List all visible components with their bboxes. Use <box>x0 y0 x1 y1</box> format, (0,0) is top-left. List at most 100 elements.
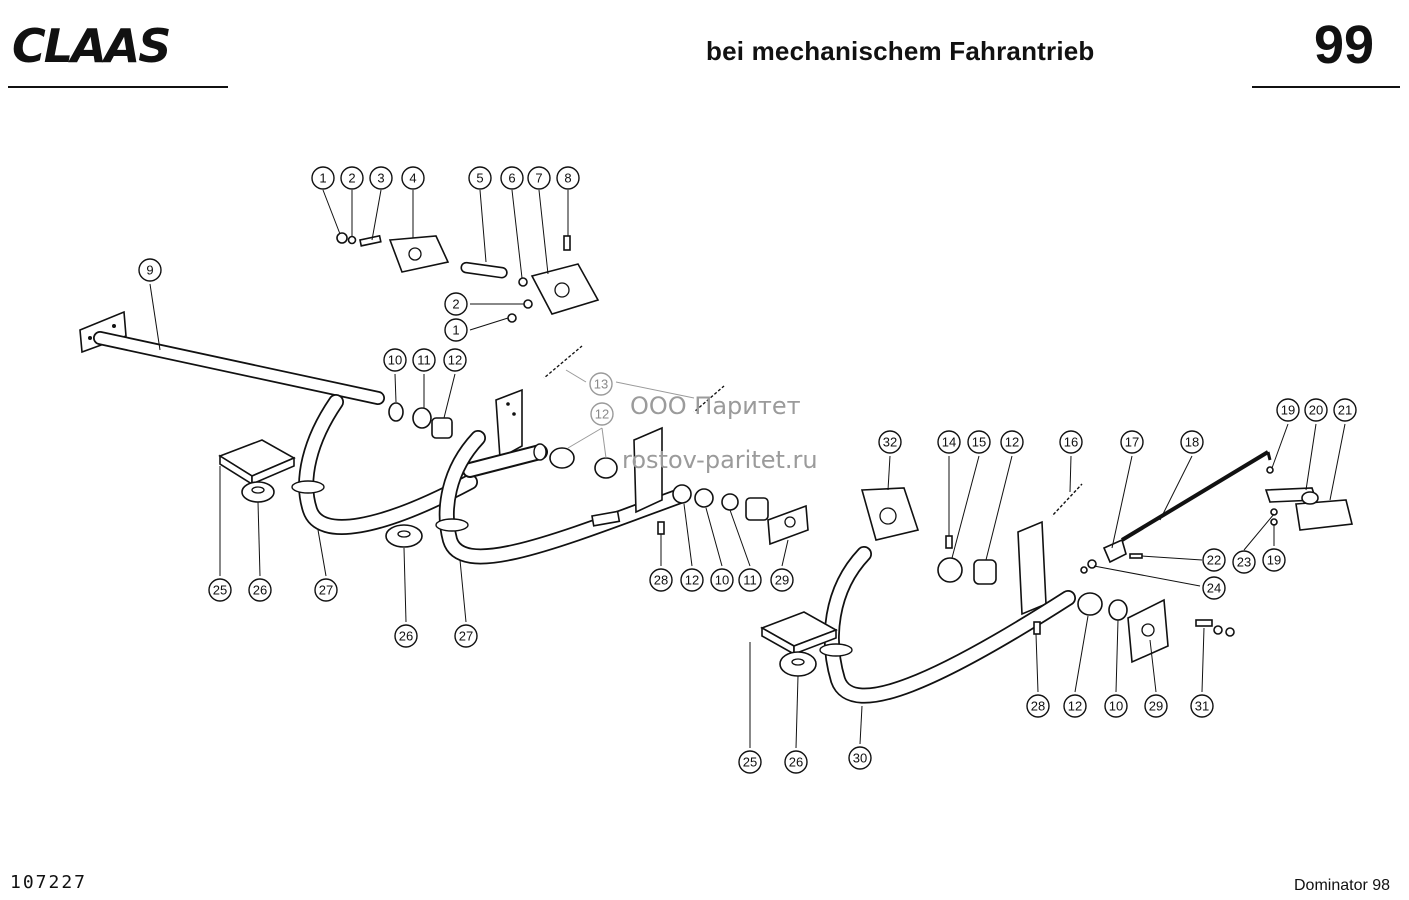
svg-text:20: 20 <box>1309 403 1323 418</box>
svg-text:13: 13 <box>594 377 608 392</box>
pedal-part-27-center <box>435 388 688 565</box>
svg-text:2: 2 <box>452 297 459 312</box>
svg-text:10: 10 <box>715 573 729 588</box>
svg-text:6: 6 <box>508 171 515 186</box>
callout-12a: 12 <box>443 348 467 372</box>
callout-27a: 27 <box>314 578 338 602</box>
svg-text:8: 8 <box>564 171 571 186</box>
svg-text:11: 11 <box>743 573 757 588</box>
callout-7: 7 <box>527 166 551 190</box>
svg-text:31: 31 <box>1195 699 1209 714</box>
svg-text:26: 26 <box>253 583 267 598</box>
bushings-upper-row <box>388 402 809 546</box>
callout-25b: 25 <box>738 750 762 774</box>
svg-text:18: 18 <box>1185 435 1199 450</box>
pedal-pads-left <box>218 439 423 548</box>
callout-5: 5 <box>468 166 492 190</box>
callout-26c: 26 <box>784 750 808 774</box>
callout-13: 13 <box>589 372 613 396</box>
svg-text:28: 28 <box>654 573 668 588</box>
pedal-part-30-right <box>819 520 1169 704</box>
callout-26b: 26 <box>394 624 418 648</box>
callout-30: 30 <box>848 746 872 770</box>
svg-text:1: 1 <box>452 323 459 338</box>
svg-text:19: 19 <box>1267 553 1281 568</box>
callout-10c: 10 <box>1104 694 1128 718</box>
page-number: 99 <box>1314 15 1375 75</box>
callout-6: 6 <box>500 166 524 190</box>
callout-25a: 25 <box>208 578 232 602</box>
svg-text:15: 15 <box>972 435 986 450</box>
right-bracket-group <box>860 483 1083 585</box>
callout-10a: 10 <box>383 348 407 372</box>
svg-text:12: 12 <box>1005 435 1019 450</box>
callout-21: 21 <box>1333 398 1357 422</box>
callout-29b: 29 <box>1144 694 1168 718</box>
callout-17: 17 <box>1120 430 1144 454</box>
svg-text:29: 29 <box>1149 699 1163 714</box>
pedal-part-27-left <box>291 394 478 535</box>
svg-text:28: 28 <box>1031 699 1045 714</box>
shaft-part-9 <box>79 310 385 405</box>
svg-text:32: 32 <box>883 435 897 450</box>
callout-11a: 11 <box>412 348 436 372</box>
svg-text:27: 27 <box>319 583 333 598</box>
svg-text:25: 25 <box>743 755 757 770</box>
callout-14: 14 <box>937 430 961 454</box>
callout-19a: 19 <box>1276 398 1300 422</box>
callout-15: 15 <box>967 430 991 454</box>
svg-text:3: 3 <box>377 171 384 186</box>
callout-9: 9 <box>138 258 162 282</box>
callout-2: 2 <box>340 166 364 190</box>
model-name: Dominator 98 <box>1294 877 1391 894</box>
linkage-rod-group <box>1080 450 1353 637</box>
svg-text:30: 30 <box>853 751 867 766</box>
watermark-company: ООО Паритет <box>630 392 801 420</box>
svg-text:27: 27 <box>459 629 473 644</box>
svg-text:10: 10 <box>1109 699 1123 714</box>
svg-text:12: 12 <box>1068 699 1082 714</box>
callout-8: 8 <box>556 166 580 190</box>
svg-text:16: 16 <box>1064 435 1078 450</box>
callout-28b: 28 <box>1026 694 1050 718</box>
svg-text:14: 14 <box>942 435 956 450</box>
callout-16: 16 <box>1059 430 1083 454</box>
svg-text:9: 9 <box>146 263 153 278</box>
callout-12b: 12 <box>590 402 614 426</box>
svg-text:2: 2 <box>348 171 355 186</box>
svg-text:12: 12 <box>595 407 609 422</box>
svg-text:29: 29 <box>775 573 789 588</box>
callout-31: 31 <box>1190 694 1214 718</box>
pedal-bracket-upper-group <box>336 232 600 323</box>
pedal-pads-right <box>760 611 838 677</box>
svg-text:19: 19 <box>1281 403 1295 418</box>
callout-2b: 2 <box>444 292 468 316</box>
svg-text:12: 12 <box>685 573 699 588</box>
callout-28a: 28 <box>649 568 673 592</box>
callout-10b: 10 <box>710 568 734 592</box>
watermark-url: rostov-paritet.ru <box>622 446 818 474</box>
svg-text:25: 25 <box>213 583 227 598</box>
svg-text:26: 26 <box>789 755 803 770</box>
svg-text:24: 24 <box>1207 581 1221 596</box>
svg-text:17: 17 <box>1125 435 1139 450</box>
callout-12e: 12 <box>1063 694 1087 718</box>
callout-3: 3 <box>369 166 393 190</box>
callout-26a: 26 <box>248 578 272 602</box>
svg-text:5: 5 <box>476 171 483 186</box>
callout-29a: 29 <box>770 568 794 592</box>
callout-27b: 27 <box>454 624 478 648</box>
svg-text:21: 21 <box>1338 403 1352 418</box>
svg-text:10: 10 <box>388 353 402 368</box>
svg-text:22: 22 <box>1207 553 1221 568</box>
callout-23: 23 <box>1232 550 1256 574</box>
springs-part-13 <box>543 345 725 413</box>
callout-12d: 12 <box>1000 430 1024 454</box>
document-number: 107227 <box>10 872 88 893</box>
claas-logo: CLAAS <box>12 19 171 73</box>
svg-text:11: 11 <box>417 353 431 368</box>
callout-11b: 11 <box>738 568 762 592</box>
callout-12c: 12 <box>680 568 704 592</box>
